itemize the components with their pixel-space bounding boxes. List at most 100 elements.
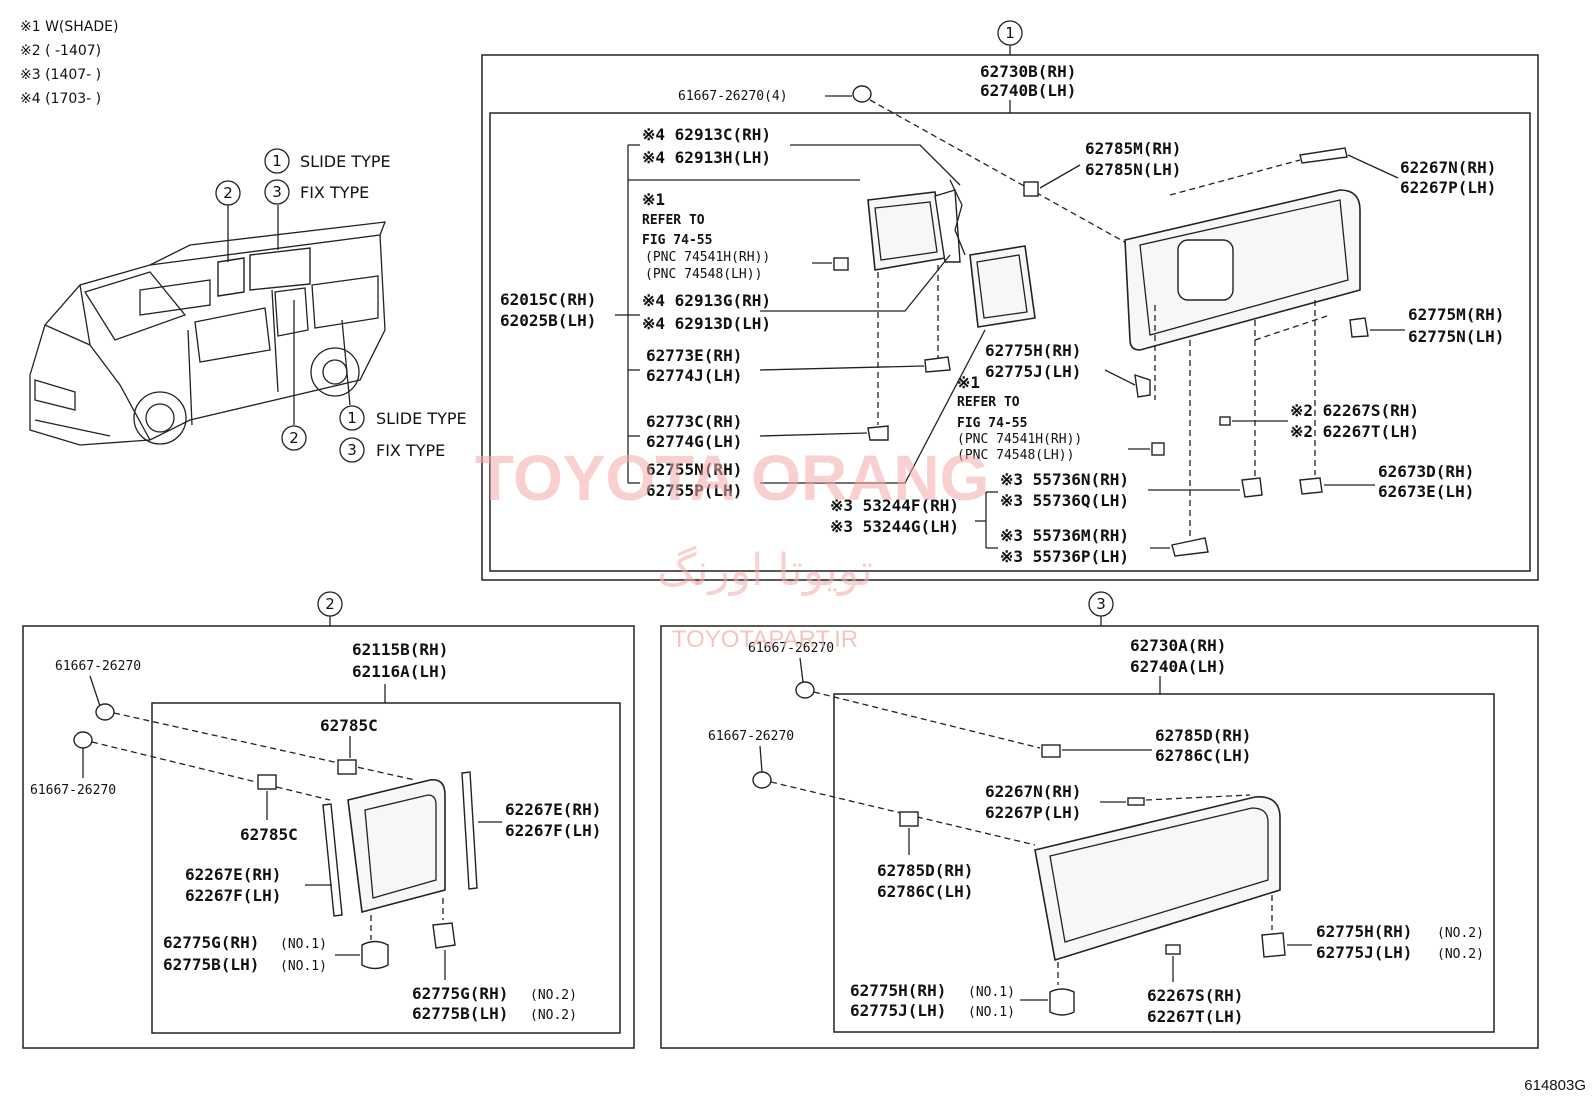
s3-62785d-a: 62785D(RH) <box>1155 726 1251 745</box>
s1-62673d: 62673D(RH) <box>1378 462 1474 481</box>
sliding-glass-main <box>1124 189 1361 351</box>
s1-ref1-e: (PNC 74548(LH)) <box>645 267 762 282</box>
s1-ref1-d: (PNC 74541H(RH)) <box>645 250 770 265</box>
legend-marker-1b: 1 <box>347 409 357 427</box>
section-2-marker: 2 <box>325 595 335 613</box>
s2-62785c-b: 62785C <box>240 825 298 844</box>
legend-slide-type-a: SLIDE TYPE <box>300 152 391 171</box>
s1-53244f: ※3 53244F(RH) <box>830 496 959 515</box>
s3-62267n: 62267N(RH) <box>985 782 1081 801</box>
s1-55736n: ※3 55736N(RH) <box>1000 470 1129 489</box>
s2-window-glass <box>347 778 446 914</box>
watermark-brand: TOYOTA ORANG <box>475 442 989 514</box>
s3-62775j-2: 62775J(LH) <box>1316 943 1412 962</box>
watermark-persian: تویوتا اورنگ <box>657 545 873 596</box>
s2-62775b-2: 62775B(LH) <box>412 1004 508 1023</box>
s1-62267n: 62267N(RH) <box>1400 158 1496 177</box>
s2-no1-a: (NO.1) <box>280 937 327 952</box>
s1-62773e: 62773E(RH) <box>646 346 742 365</box>
s1-62673e: 62673E(LH) <box>1378 482 1474 501</box>
s2-62267e-r: 62267E(RH) <box>505 800 601 819</box>
s1-53244g: ※3 53244G(LH) <box>830 517 959 536</box>
note-1: ※1 W(SHADE) <box>20 19 118 35</box>
s1-62785n: 62785N(LH) <box>1085 160 1181 179</box>
section-2: 2 62115B(RH) 62116A(LH) 61667-26270 6166… <box>22 591 635 1049</box>
s2-glass-rh: 62115B(RH) <box>352 640 448 659</box>
s1-62775n: 62775N(LH) <box>1408 327 1504 346</box>
watermark: TOYOTA ORANG تویوتا اورنگ TOYOTAPART.IR <box>475 442 989 653</box>
note-4: ※4 (1703- ) <box>20 91 101 107</box>
s3-no2-a: (NO.2) <box>1437 926 1484 941</box>
s2-no1-b: (NO.1) <box>280 959 327 974</box>
s1-clip: 61667-26270(4) <box>678 89 788 104</box>
s1-55736m: ※3 55736M(RH) <box>1000 526 1129 545</box>
s2-clip-a: 61667-26270 <box>55 659 141 674</box>
s2-molding-left <box>322 803 343 917</box>
s1-62775j: 62775J(LH) <box>985 362 1081 381</box>
section-2-outer-frame <box>22 625 635 1049</box>
note-2: ※2 ( -1407) <box>20 43 101 59</box>
legend-marker-3b: 3 <box>347 441 357 459</box>
s3-62786c-b: 62786C(LH) <box>877 882 973 901</box>
s3-no2-b: (NO.2) <box>1437 947 1484 962</box>
s2-62775b-1: 62775B(LH) <box>163 955 259 974</box>
s1-62913h: ※4 62913H(LH) <box>642 148 771 167</box>
legend-fix-type-b: FIX TYPE <box>376 441 445 460</box>
s1-ref2-d: (PNC 74541H(RH)) <box>957 432 1082 447</box>
section-3-outer-frame <box>660 625 1539 1049</box>
s1-ref1-c: FIG 74-55 <box>642 233 712 248</box>
s3-62775j-1: 62775J(LH) <box>850 1001 946 1020</box>
s1-62025b: 62025B(LH) <box>500 311 596 330</box>
note-3: ※3 (1407- ) <box>20 67 101 83</box>
s1-62015c: 62015C(RH) <box>500 290 596 309</box>
s1-62755p: 62755P(LH) <box>646 481 742 500</box>
s1-ref1-b: REFER TO <box>642 213 705 228</box>
s2-62775g-2: 62775G(RH) <box>412 984 508 1003</box>
s2-62267f-r: 62267F(LH) <box>505 821 601 840</box>
s3-62786c-a: 62786C(LH) <box>1155 746 1251 765</box>
s3-clip-b: 61667-26270 <box>708 729 794 744</box>
s3-glass-lh: 62740A(LH) <box>1130 657 1226 676</box>
van-illustration <box>29 205 386 446</box>
slide-window-seal <box>969 245 1036 328</box>
section-1-slide-type: 1 62730B(RH) 62740B(LH) 61667-26270(4) ※… <box>481 20 1539 581</box>
legend-marker-2b: 2 <box>289 429 299 447</box>
s3-62267t: 62267T(LH) <box>1147 1007 1243 1026</box>
s3-fixed-glass <box>1034 796 1281 962</box>
legend-marker-2a: 2 <box>223 184 233 202</box>
s1-55736p: ※3 55736P(LH) <box>1000 547 1129 566</box>
s1-62774g: 62774G(LH) <box>646 432 742 451</box>
window-3-van <box>249 247 311 291</box>
section-3-inner-frame <box>833 693 1495 1033</box>
s3-no1-b: (NO.1) <box>968 1005 1015 1020</box>
s3-62785d-b: 62785D(RH) <box>877 861 973 880</box>
s1-62267t: ※2 62267T(LH) <box>1290 422 1419 441</box>
s3-62267s: 62267S(RH) <box>1147 986 1243 1005</box>
s1-62267p: 62267P(LH) <box>1400 178 1496 197</box>
s1-62913g: ※4 62913G(RH) <box>642 291 771 310</box>
watermark-url: TOYOTAPART.IR <box>672 626 858 653</box>
s1-62267s: ※2 62267S(RH) <box>1290 401 1419 420</box>
section-1-marker: 1 <box>1005 24 1015 42</box>
legend-marker-3a: 3 <box>272 183 282 201</box>
legend-slide-type-b: SLIDE TYPE <box>376 409 467 428</box>
s3-62267p: 62267P(LH) <box>985 803 1081 822</box>
clip-part <box>852 85 872 103</box>
s1-55736q: ※3 55736Q(LH) <box>1000 491 1129 510</box>
s3-glass-rh: 62730A(RH) <box>1130 636 1226 655</box>
s1-62913c: ※4 62913C(RH) <box>642 125 771 144</box>
figure-code: 614803G <box>1524 1077 1586 1094</box>
s3-clip-a: 61667-26270 <box>748 641 834 656</box>
s3-62775h-2: 62775H(RH) <box>1316 922 1412 941</box>
s3-62775h-1: 62775H(RH) <box>850 981 946 1000</box>
s1-ref2-e: (PNC 74548(LH)) <box>957 448 1074 463</box>
s1-ref2-a: ※1 <box>957 373 980 392</box>
section-1-outer-frame <box>481 54 1539 581</box>
s1-62773c: 62773C(RH) <box>646 412 742 431</box>
s2-62267e-l: 62267E(RH) <box>185 865 281 884</box>
s2-glass-lh: 62116A(LH) <box>352 662 448 681</box>
s1-62775h: 62775H(RH) <box>985 341 1081 360</box>
s2-62775g-1: 62775G(RH) <box>163 933 259 952</box>
